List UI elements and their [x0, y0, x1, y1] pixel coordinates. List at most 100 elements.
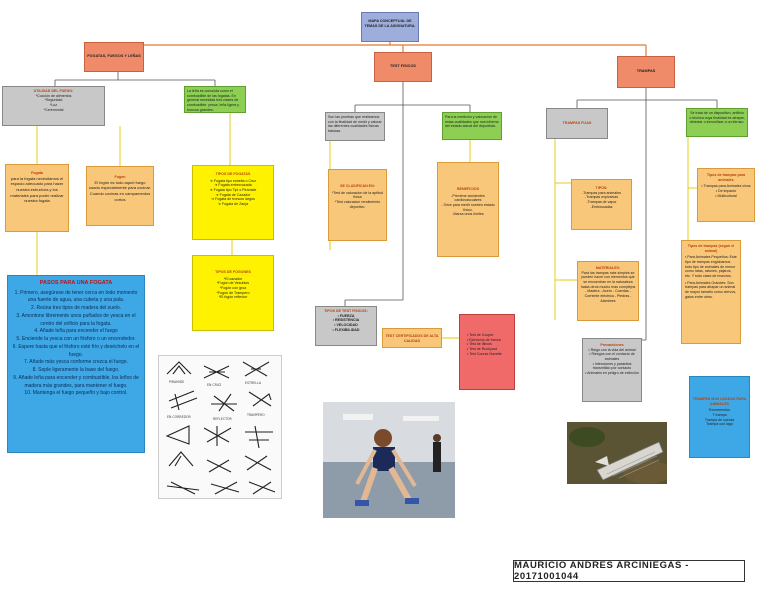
- fogata-sketch-icon: PIRAMIDE EN CRUZ ESTRELLA EN CORREDOR RE…: [165, 361, 276, 495]
- trampas-animales-item: • Multicultural: [715, 193, 737, 198]
- beneficios-item: -Marca unos límites: [452, 212, 484, 217]
- author-label: MAURICIO ANDRES ARCINIEGAS - 20171001044: [513, 560, 745, 582]
- trampas-blue-item: Trampa de cuerda: [704, 417, 735, 422]
- utilidad-item: *Ceremonial: [43, 107, 64, 112]
- tipos-fogatas-box: TIPOS DE FOGATAS ➔ Fogata tipo estrella …: [192, 165, 274, 240]
- branch-test-title: TEST FISICOS: [390, 64, 416, 68]
- tipos-test-title: TIPOS DE TEST FISICOS:: [324, 309, 368, 313]
- test-list-item: • Test de Cooper: [467, 333, 494, 337]
- tipos-fogatas-item: ➔ Fogata de troncos largos: [211, 197, 255, 202]
- runner-photo-icon: [323, 402, 455, 518]
- clasificacion-box: SE CLASIFICAN EN: *Test de valoracion de…: [328, 169, 387, 241]
- tipos-test-item: • FUERZA: [337, 313, 355, 318]
- precauciones-item: • Animales en peligro de extinción: [585, 371, 639, 376]
- test-list-item: • Test Course Navette: [467, 351, 502, 356]
- test-list-item: • Test de Ruckyard: [467, 347, 497, 352]
- materiales-box: MATERIALES: Para las trampas más simples…: [577, 261, 639, 321]
- tipos-test-item: • FLEXIBILIDAD: [332, 327, 360, 332]
- branch-trampas-title: TRAMPAS: [636, 69, 656, 73]
- test-certificados-box: TEST CERTIFICADOS DE ALTA CALIDAD: [382, 328, 442, 348]
- clasificacion-item: *Test de valoracion de la aptitud física: [332, 190, 383, 200]
- test-def-box: Son las pruebas que realizamos con la fi…: [325, 112, 385, 141]
- trap-photo: [567, 422, 667, 484]
- precauciones-item: • Riego con la vida del animal: [588, 347, 636, 352]
- branch-trampas: TRAMPAS: [617, 56, 675, 88]
- fogon-text: El fogón es todo aquel fuego usado espec…: [89, 179, 151, 202]
- test-def-text: Son las pruebas que realizamos con la fi…: [328, 115, 382, 134]
- trampas-fijas-box: TRAMPAS FIJAS: [546, 108, 608, 139]
- tipos-fogones-title: TIPOS DE FOGONES: [215, 270, 251, 274]
- trampas-fijas-title: TRAMPAS FIJAS: [562, 121, 592, 125]
- tipos-test-item: • RESISTENCIA: [332, 318, 360, 323]
- tipos-trampas-item: -Trampas para animales: [582, 190, 621, 195]
- branch-test: TEST FISICOS: [374, 52, 432, 82]
- trampa-desc-item: • Para Animales Grandes: Son trampas par…: [685, 280, 737, 299]
- trampas-animales-title: Tipos de trampas para animales: [706, 173, 746, 182]
- test-list-item: • Ejercicios de fuerza: [467, 337, 501, 342]
- fogon-title: Fogón: [114, 175, 126, 179]
- fogata-title: Fogata: [31, 171, 43, 175]
- sketch-label: REFLECTOR: [213, 417, 233, 421]
- tipos-fogatas-item: ➔ Fogata tipo estrella o Cruz: [209, 178, 257, 183]
- pasos-step: 8. Sople ligeramente la base del fuego.: [32, 367, 120, 374]
- tipos-fogatas-item: ➔ Fogata entrecruzada: [214, 183, 252, 188]
- tipos-fogones-item: *El cazador: [223, 276, 243, 281]
- pasos-step: 6. Espere hasta que el fósforo esté frío…: [12, 343, 140, 358]
- trampas-animales-item: • Trampas para Animales vivos: [701, 184, 751, 189]
- tipos-fogatas-item: ➔ Fogata de Zanja: [217, 202, 249, 207]
- trampas-blue-item: T trampa: [712, 413, 727, 418]
- beneficios-item: -Previene accidentes cardiovasculares: [451, 193, 485, 203]
- trampas-animales-box: Tipos de trampas para animales • Trampas…: [697, 168, 755, 222]
- beneficios-box: BENEFICIOS -Previene accidentes cardiova…: [437, 162, 499, 257]
- branch-fogatas-title: FOGATAS, FUEGOS Y LEÑAS: [87, 54, 141, 58]
- tipos-fogones-item: *Fogón con grua: [219, 286, 247, 291]
- runner-photo: [323, 402, 455, 518]
- clasificacion-item: *Test valoracion rendimiento deportivo.: [334, 200, 381, 209]
- test-medicion-text: Para la medición y valoración de estas c…: [445, 115, 499, 129]
- pasos-title: PASOS PARA UNA FOGATA: [39, 280, 113, 286]
- trampa-desc-box: Tipos de trampas (segun el animal) • Par…: [681, 240, 741, 344]
- utilidad-item: *Seguridad: [44, 98, 63, 103]
- lena-box: La leña es conocida como el combustible …: [184, 86, 246, 113]
- pasos-step: 4. Añade leña para encender el fuego: [34, 328, 118, 335]
- materiales-text: Para las trampas más simples se pueden h…: [580, 270, 636, 289]
- utilidad-box: UTILIDAD DEL FUEGO: *Cocción de alimento…: [2, 86, 105, 126]
- beneficios-item: - Sirve para medir nuestro estado físico…: [441, 203, 495, 212]
- trampa-desc-title: Tipos de trampas (segun el animal): [687, 244, 735, 253]
- materiales-title: MATERIALES:: [595, 266, 621, 270]
- utilidad-item: *Luz: [49, 103, 58, 108]
- sketch-label: PIRAMIDE: [169, 380, 184, 384]
- pasos-step: 3. Amontone libremente unos puñados de y…: [16, 312, 136, 327]
- sketch-label: EN CRUZ: [207, 383, 222, 387]
- trap-photo-icon: [567, 422, 667, 484]
- fogata-box: Fogata para la fogata necesitamos el esp…: [5, 164, 69, 232]
- precauciones-box: Precauciones • Riego con la vida del ani…: [582, 338, 642, 402]
- tipos-trampas-title: TIPOS:: [595, 186, 608, 190]
- sketch-label: EN CORREDOR: [167, 415, 192, 419]
- root-title: MAPA CONCEPTUAL DE TEMAS DE LA ASIGNATUR…: [364, 19, 416, 28]
- tipos-fogones-item: *Fogón de Trampero: [216, 290, 250, 295]
- trampas-def-box: Se trata de un dispositivo, artificio o …: [686, 108, 748, 137]
- tipos-trampas-item: -Trampas de vapor: [586, 200, 617, 205]
- tipos-test-item: • VELOCIDAD: [334, 323, 358, 328]
- pasos-step: 10. Mantenga el fuego pequeño y bajo con…: [24, 390, 128, 397]
- test-certificados-text: TEST CERTIFICADOS DE ALTA CALIDAD: [385, 334, 439, 343]
- trampas-blue-item: Excrementos: [709, 408, 730, 413]
- pasos-step: 2. Reúna tres tipos de madera del suelo.: [30, 305, 122, 312]
- clasificacion-title: SE CLASIFICAN EN:: [340, 184, 375, 188]
- sketch-label: ESTRELLA: [245, 381, 262, 385]
- beneficios-title: BENEFICIOS: [457, 187, 479, 191]
- tipos-fogones-item: *Fogón de Vesubios: [216, 281, 250, 286]
- tipos-fogatas-title: TIPOS DE FOGATAS: [215, 172, 251, 176]
- test-list-box: • Test de Cooper • Ejercicios de fuerza …: [459, 314, 515, 390]
- trampa-desc-item: • Para Animales Pequeños: Este tipo de t…: [685, 255, 737, 279]
- utilidad-title: UTILIDAD DEL FUEGO:: [33, 89, 74, 93]
- trampas-blue-title: TRAMPAS MAS USADAS PARA ANIMALES: [692, 397, 747, 406]
- branch-fogatas: FOGATAS, FUEGOS Y LEÑAS: [84, 42, 144, 72]
- tipos-trampas-box: TIPOS: -Trampas para animales -Trampas e…: [571, 179, 632, 230]
- trampas-blue-item: Trampa con lago: [706, 422, 733, 427]
- tipos-test-box: TIPOS DE TEST FISICOS: • FUERZA • RESIST…: [315, 306, 377, 346]
- test-list-item: • Test de Illinois: [467, 342, 492, 347]
- test-medicion-box: Para la medición y valoración de estas c…: [442, 112, 502, 140]
- precauciones-item: • Infecciones y parásitos transmitido po…: [592, 361, 632, 371]
